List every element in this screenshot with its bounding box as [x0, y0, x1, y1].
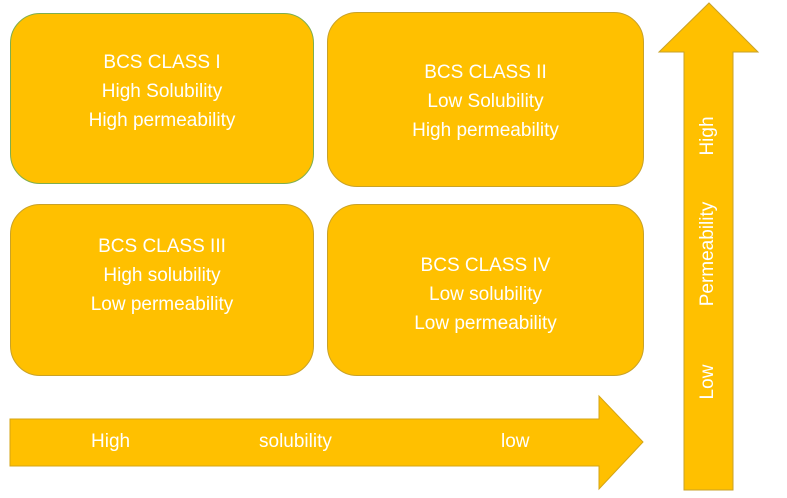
solubility-start-label: High	[91, 431, 131, 452]
class-solubility: Low Solubility	[427, 91, 544, 112]
bcs-class-4-box: BCS CLASS IV Low solubility Low permeabi…	[327, 204, 644, 376]
class-permeability: Low permeability	[90, 293, 234, 315]
permeability-axis-label: Permeability	[697, 201, 718, 307]
class-permeability: Low permeability	[414, 312, 557, 334]
bcs-class-2-box: BCS CLASS II Low Solubility High permeab…	[327, 12, 644, 187]
class-permeability: High permeability	[412, 120, 559, 141]
class-title: BCS CLASS III	[98, 235, 226, 257]
class-solubility: High solubility	[103, 264, 221, 286]
class-title: BCS CLASS II	[424, 62, 547, 83]
class-permeability: High permeability	[88, 110, 236, 131]
solubility-axis-label: solubility	[259, 431, 332, 452]
permeability-end-label: High	[697, 116, 718, 156]
class-title: BCS CLASS IV	[420, 254, 551, 276]
class-title: BCS CLASS I	[103, 52, 221, 73]
bcs-class-1-box: BCS CLASS I High Solubility High permeab…	[10, 13, 314, 184]
permeability-labels: High Permeability Low	[684, 0, 734, 498]
class-solubility: High Solubility	[101, 81, 223, 102]
solubility-end-label: low	[501, 431, 530, 452]
permeability-start-label: Low	[697, 364, 718, 400]
class-solubility: Low solubility	[429, 283, 542, 305]
bcs-class-3-box: BCS CLASS III High solubility Low permea…	[10, 204, 314, 376]
